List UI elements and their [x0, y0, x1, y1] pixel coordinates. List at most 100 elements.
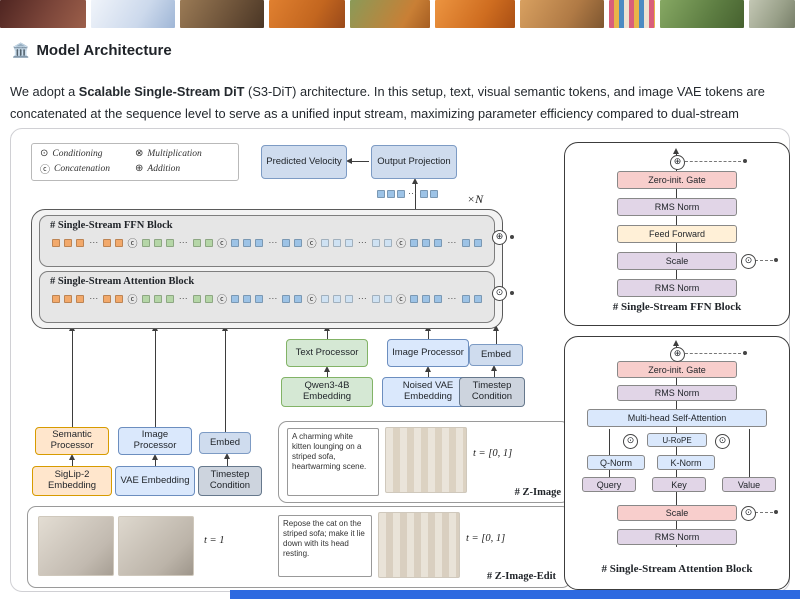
cat-photo	[378, 512, 460, 578]
token-square	[332, 238, 341, 247]
token-square	[320, 294, 329, 303]
token-square	[115, 294, 124, 303]
gallery-thumbnail[interactable]	[269, 0, 345, 28]
scale-box: Scale	[617, 252, 737, 270]
token-ellipsis: ⋯	[268, 237, 278, 247]
token-square	[294, 238, 303, 247]
token-square	[153, 294, 162, 303]
token-square	[52, 238, 60, 247]
token-square	[422, 294, 431, 303]
attention-detail-panel: ⊕ Zero-init. Gate RMS Norm Multi-head Se…	[564, 336, 790, 590]
legend-label: Addition	[147, 163, 181, 174]
condition-dot	[774, 510, 778, 514]
vae-embedding-box: VAE Embedding	[115, 466, 195, 496]
token-square	[103, 294, 112, 303]
query-box: Query	[582, 477, 636, 492]
concatenation-op-icon: ⓒ	[306, 239, 317, 250]
condition-dash	[755, 512, 773, 513]
scale-box: Scale	[617, 505, 737, 521]
token-ellipsis: ⋯	[357, 293, 367, 303]
token-square	[115, 238, 124, 247]
token-square	[420, 189, 428, 198]
token-square	[397, 189, 405, 198]
cat-photo	[118, 516, 194, 576]
token-square	[255, 294, 264, 303]
legend-label: Conditioning	[52, 148, 103, 159]
arrow	[491, 365, 497, 377]
residual-dot	[743, 351, 747, 355]
predicted-velocity-box: Predicted Velocity	[261, 145, 347, 179]
key-box: Key	[652, 477, 706, 492]
residual-dash	[685, 353, 741, 354]
conditioning-op-icon: ⊙	[40, 148, 49, 159]
gallery-thumbnail[interactable]	[609, 0, 655, 28]
arrow	[152, 454, 158, 466]
z-image-group: A charming white kitten lounging on a st…	[278, 421, 570, 503]
token-square	[165, 294, 174, 303]
token-square	[371, 238, 380, 247]
token-square	[255, 238, 264, 247]
gallery-thumbnail[interactable]	[660, 0, 744, 28]
concatenation-op-icon: ⓒ	[217, 295, 228, 306]
qwen-embedding-box: Qwen3-4B Embedding	[281, 377, 373, 407]
multi-head-self-attention-box: Multi-head Self-Attention	[587, 409, 767, 427]
z-image-prompt: A charming white kitten lounging on a st…	[287, 428, 379, 496]
intro-bold-text: Scalable Single-Stream DiT	[78, 83, 245, 99]
arrow	[222, 325, 228, 432]
image-processor-box: Image Processor	[118, 427, 192, 455]
gallery-thumbnail[interactable]	[0, 0, 86, 28]
gallery-thumbnail[interactable]	[435, 0, 515, 28]
conditioning-op-icon: ⊙	[741, 506, 756, 521]
token-square	[282, 294, 291, 303]
token-square	[320, 238, 329, 247]
token-ellipsis: ⋯	[89, 293, 99, 303]
arrow	[412, 178, 418, 209]
embed-box: Embed	[469, 344, 523, 366]
token-square	[384, 294, 393, 303]
conditioning-op-icon: ⊙	[741, 254, 756, 269]
gallery-thumbnail[interactable]	[520, 0, 604, 28]
gallery-thumbnail[interactable]	[91, 0, 175, 28]
ffn-token-row: ⋯ⓒ⋯ⓒ⋯ⓒ⋯ⓒ⋯	[52, 235, 482, 250]
intro-paragraph: We adopt a Scalable Single-Stream DiT (S…	[10, 81, 790, 148]
gallery-thumbnail[interactable]	[749, 0, 795, 28]
token-square	[434, 238, 443, 247]
token-square	[430, 189, 438, 198]
token-square	[231, 238, 240, 247]
section-title: Model Architecture	[36, 42, 172, 59]
token-square	[192, 294, 201, 303]
u-rope-box: U-RoPE	[647, 433, 707, 447]
arrow	[324, 366, 330, 377]
token-square	[473, 294, 482, 303]
concatenation-op-icon: ⓒ	[217, 239, 228, 250]
token-row-output: ⋯	[377, 188, 438, 199]
token-square	[204, 294, 213, 303]
building-icon: 🏛️	[12, 42, 30, 58]
gallery-thumbnail[interactable]	[350, 0, 430, 28]
token-square	[377, 189, 385, 198]
gallery-thumbnail[interactable]	[180, 0, 264, 28]
repeat-count-label: ×N	[467, 192, 484, 206]
token-ellipsis: ⋯	[357, 237, 367, 247]
token-square	[410, 238, 419, 247]
t-one-label: t = 1	[204, 535, 225, 546]
legend-item: ⊙Conditioning	[40, 148, 135, 159]
addition-op-icon: ⊕	[135, 163, 144, 174]
zero-init-gate-box: Zero-init. Gate	[617, 361, 737, 378]
semantic-processor-box: Semantic Processor	[35, 427, 109, 455]
output-projection-box: Output Projection	[371, 145, 457, 179]
token-square	[204, 238, 213, 247]
ffn-block-title: # Single-Stream FFN Block	[50, 220, 173, 231]
zero-init-gate-box: Zero-init. Gate	[617, 171, 737, 189]
q-norm-box: Q-Norm	[587, 455, 645, 470]
arrow	[69, 325, 75, 427]
condition-dash	[755, 260, 773, 261]
addition-op-icon: ⊕	[670, 155, 685, 170]
token-square	[387, 189, 395, 198]
section-heading: 🏛️ Model Architecture	[12, 42, 172, 59]
timestep-condition-box: Timestep Condition	[198, 466, 262, 496]
token-square	[344, 294, 353, 303]
token-square	[243, 294, 252, 303]
token-square	[384, 238, 393, 247]
value-box: Value	[722, 477, 776, 492]
